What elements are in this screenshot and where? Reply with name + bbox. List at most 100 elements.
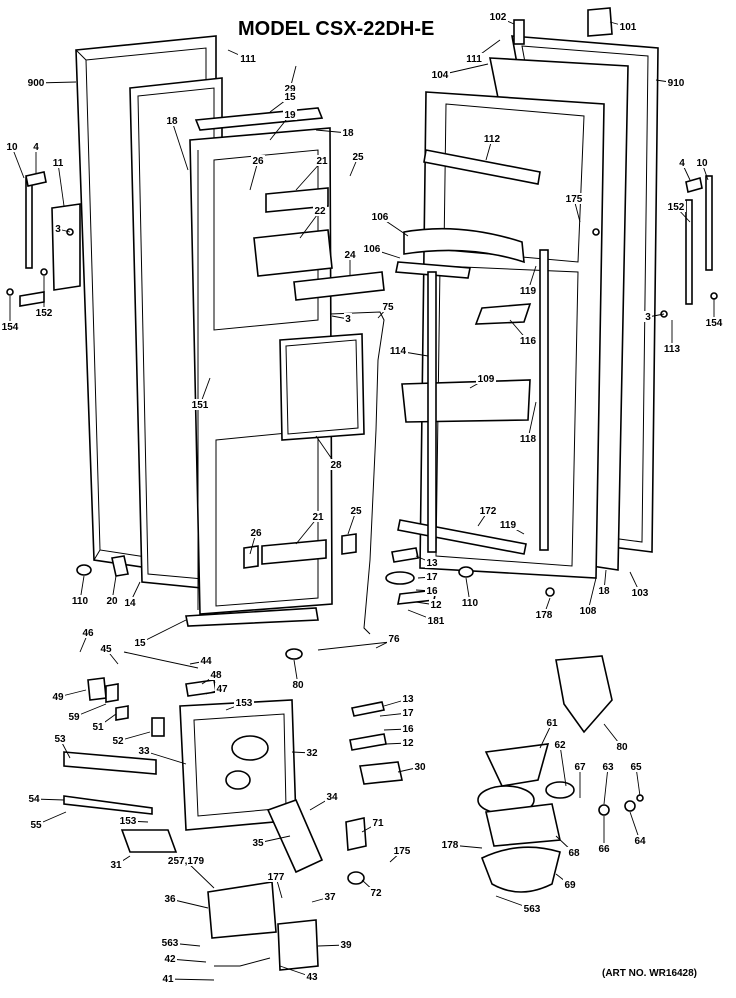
freezer-misc-small-parts [76, 311, 391, 660]
callout-bg-c3a [54, 223, 62, 234]
leader-line-c118 [527, 401, 537, 440]
callout-c16b: 16 [402, 724, 414, 735]
callout-c30: 30 [414, 762, 426, 773]
fresh-food-door-shelves [395, 149, 549, 555]
callout-c153a: 153 [236, 698, 253, 709]
callout-c13a: 13 [426, 558, 438, 569]
callout-bg-c25a [351, 151, 365, 162]
callout-c103: 103 [632, 588, 649, 599]
callout-bg-c16a [425, 585, 439, 596]
leader-line-c18a [171, 120, 189, 171]
callout-c175b: 175 [394, 846, 411, 857]
callout-bg-c59 [67, 711, 81, 722]
callout-c18b: 18 [342, 128, 354, 139]
freezer-shelf-lower [243, 533, 357, 569]
callout-c172: 172 [480, 506, 497, 517]
callout-bg-c113 [662, 343, 682, 354]
callout-bg-c21b [311, 511, 325, 522]
callout-bg-c16b [401, 723, 415, 734]
callout-bg-c172 [478, 505, 498, 516]
callout-bg-c3b [344, 313, 352, 324]
callout-c17a: 17 [426, 572, 438, 583]
callout-c32: 32 [306, 748, 318, 759]
callout-bg-c18c [597, 585, 611, 596]
callout-bg-c19 [283, 109, 297, 120]
callout-c178a: 178 [536, 610, 553, 621]
callout-bg-c103 [630, 587, 650, 598]
leader-line-c41 [167, 978, 215, 981]
callout-c119b: 119 [500, 520, 517, 531]
callout-c177: 177 [268, 872, 285, 883]
callout-c41: 41 [162, 974, 174, 985]
callout-bg-c37 [323, 891, 337, 902]
callout-bg-c152a [34, 307, 54, 318]
callout-bg-c68 [567, 847, 581, 858]
freezer-shelf-upper [253, 187, 385, 301]
callout-c152a: 152 [36, 308, 53, 319]
callout-c16a: 16 [426, 586, 438, 597]
callout-c102: 102 [490, 12, 507, 23]
callout-bg-c17b [401, 707, 415, 718]
callout-c61: 61 [546, 718, 558, 729]
callout-bg-c110b [460, 597, 480, 608]
callout-c59: 59 [68, 712, 80, 723]
callout-c31: 31 [110, 860, 122, 871]
callout-c20: 20 [106, 596, 118, 607]
callout-bg-c111a [238, 53, 258, 64]
callout-bg-c69 [563, 879, 577, 890]
callout-bg-c21a [315, 155, 329, 166]
callout-c44: 44 [200, 656, 212, 667]
callout-c104: 104 [432, 70, 449, 81]
callout-bg-c80a [291, 679, 305, 690]
callout-bg-c101 [618, 21, 638, 32]
callout-bg-c25b [349, 505, 363, 516]
callout-bg-c177 [266, 871, 286, 882]
callout-c62: 62 [554, 740, 566, 751]
callout-c3a: 3 [55, 224, 61, 235]
callout-c101: 101 [620, 22, 637, 33]
callout-c71: 71 [372, 818, 384, 829]
callout-c43: 43 [306, 972, 318, 983]
callout-c257: 257,179 [168, 856, 205, 867]
callout-c14: 14 [124, 598, 136, 609]
callout-bg-c26b [249, 527, 263, 538]
callout-c110: 110 [72, 596, 89, 607]
callout-bg-c10b [695, 157, 709, 168]
callout-bg-c52 [111, 735, 125, 746]
callout-c11: 11 [53, 158, 64, 169]
callout-bg-c44 [199, 655, 213, 666]
callout-c34: 34 [326, 792, 338, 803]
callout-bg-c80b [615, 741, 629, 752]
callout-bg-c39 [339, 939, 353, 950]
leader-line-c11 [57, 162, 65, 207]
callout-bg-c33 [137, 745, 151, 756]
callout-c17b: 17 [402, 708, 414, 719]
callout-bg-c71 [371, 817, 385, 828]
dispenser-auger-parts [207, 798, 367, 971]
callout-bg-c118 [518, 433, 538, 444]
callout-bg-c32 [305, 747, 319, 758]
callout-bg-c112 [482, 133, 502, 144]
callout-c4b: 4 [679, 158, 685, 169]
callout-c48: 48 [210, 670, 222, 681]
callout-bg-c151 [190, 399, 210, 410]
leader-line-c10a [11, 146, 25, 179]
callout-c46: 46 [82, 628, 94, 639]
dispenser-solenoid-parts [349, 701, 403, 785]
callout-bg-c53 [53, 733, 67, 744]
leader-line-c15b [139, 619, 187, 644]
callout-c152b: 152 [668, 202, 685, 213]
diagram-title: MODEL CSX-22DH-E [238, 18, 435, 40]
callout-c112: 112 [484, 134, 501, 145]
callout-bg-c20 [105, 595, 119, 606]
callout-bg-c153a [234, 697, 254, 708]
callout-bg-c24 [343, 249, 357, 260]
callout-bg-c76 [387, 633, 401, 644]
callout-c54: 54 [28, 794, 40, 805]
callout-c29: 29 [284, 84, 296, 95]
callout-bg-c22 [313, 205, 327, 216]
callout-bg-c34 [325, 791, 339, 802]
callout-bg-c28 [329, 459, 343, 470]
